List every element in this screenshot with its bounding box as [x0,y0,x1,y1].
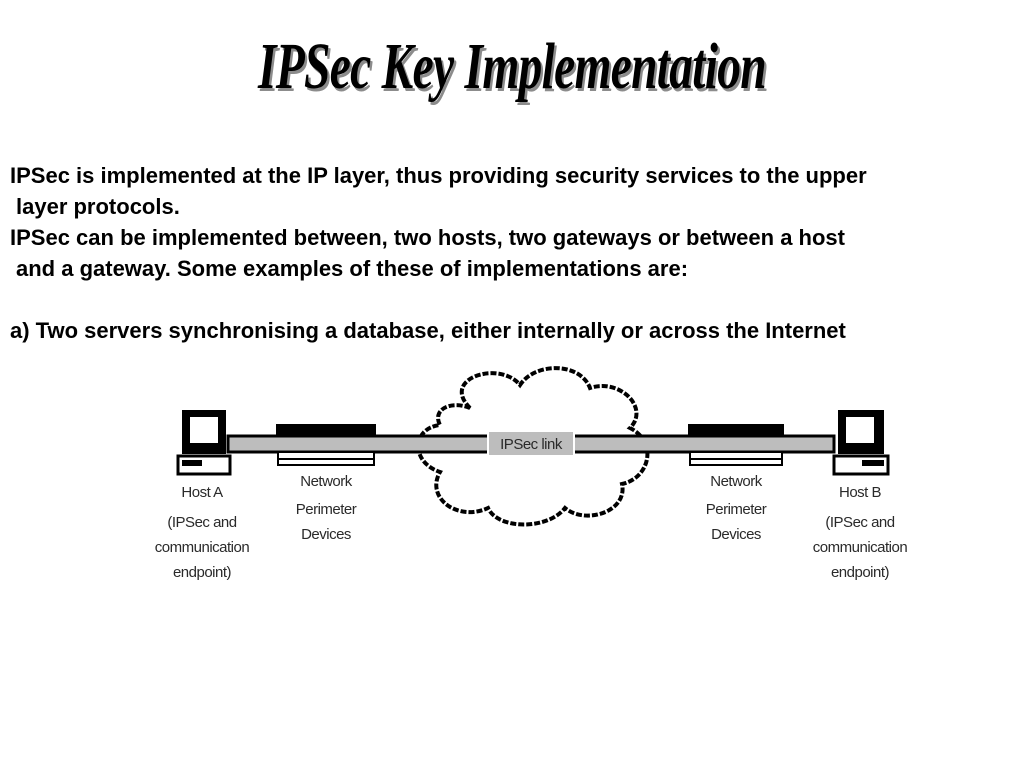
host-a-label-line-1: Host A [181,484,223,501]
ipsec-link-label-text: IPSec link [500,436,563,453]
paragraph-2-line-1: IPSec can be implemented between, two ho… [10,225,845,250]
host-a-label-line-2: (IPSec and [167,514,236,531]
network-left-label: Network Perimeter Devices [296,473,358,543]
slide-body: IPSec is implemented at the IP layer, th… [10,160,1020,346]
paragraph-1-line-1: IPSec is implemented at the IP layer, th… [10,163,867,188]
network-device-icon [688,424,784,466]
host-a-label-line-3: communication [155,539,250,556]
network-right-label-line-1: Network [710,473,763,490]
slide-title: IPSec Key Implementation [257,30,767,103]
host-b-label: Host B (IPSec and communication endpoint… [813,484,908,581]
network-right-label-line-3: Devices [711,526,761,543]
host-b-label-line-1: Host B [839,484,882,501]
paragraph-2-line-2: and a gateway. Some examples of these of… [16,256,689,281]
host-b-label-line-3: communication [813,539,908,556]
ipsec-link [226,434,836,454]
computer-icon [176,410,232,476]
ipsec-link-label: IPSec link [487,430,575,457]
paragraph-gap [10,284,1020,315]
example-a: a) Two servers synchronising a database,… [10,318,846,343]
network-left-label-line-2: Perimeter [296,501,357,518]
network-device-icon [276,424,376,466]
host-a-label-line-4: endpoint) [173,564,232,581]
network-right-label: Network Perimeter Devices [706,473,768,543]
network-left-label-line-1: Network [300,473,353,490]
internet-cloud-icon [416,366,650,527]
host-b-label-line-4: endpoint) [831,564,890,581]
host-b-label-line-2: (IPSec and [825,514,894,531]
network-left-label-line-3: Devices [301,526,351,543]
network-right-label-line-2: Perimeter [706,501,767,518]
paragraph-1-line-2: layer protocols. [16,194,180,219]
computer-icon [832,410,890,476]
host-a-label: Host A (IPSec and communication endpoint… [155,484,250,581]
